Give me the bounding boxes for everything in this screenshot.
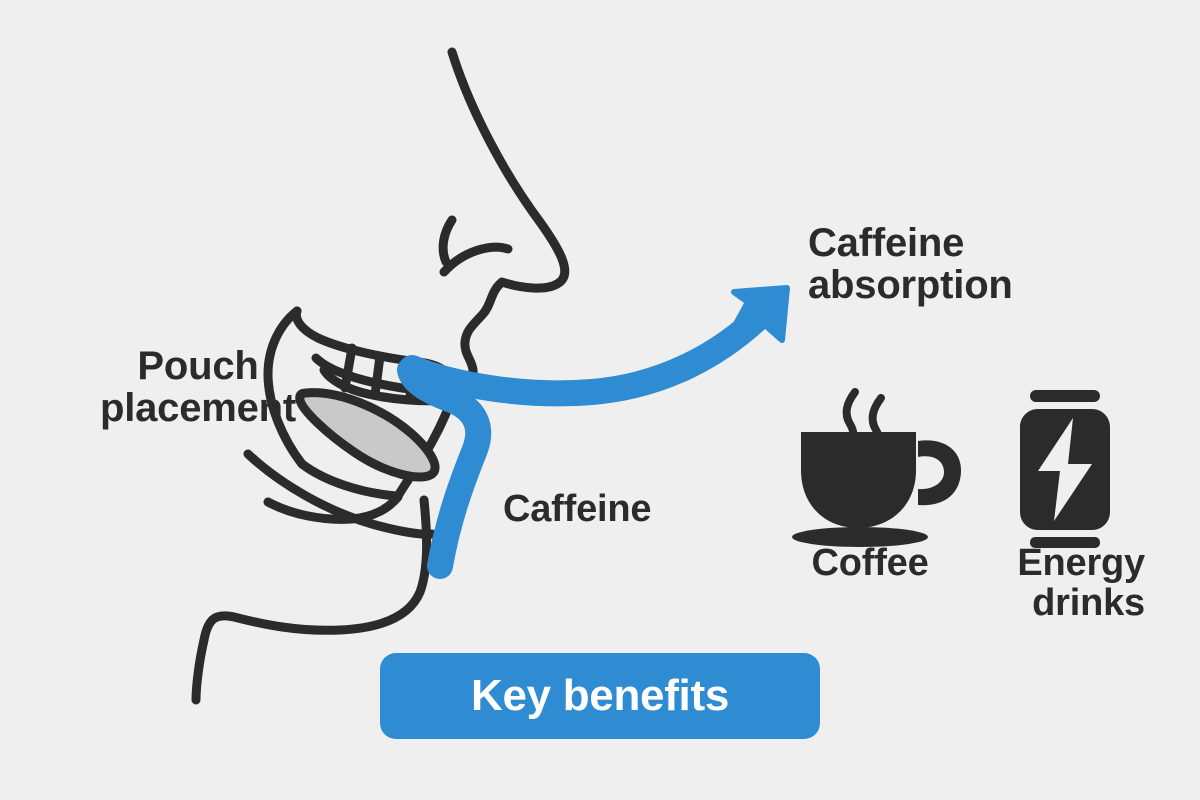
nose-profile-line xyxy=(447,47,570,394)
cheek-line xyxy=(243,449,437,539)
caffeine-label: Caffeine xyxy=(503,488,652,530)
nostril-line xyxy=(438,215,457,267)
arrow-sweep xyxy=(399,303,773,407)
jaw-line xyxy=(191,495,432,705)
pouch-icon xyxy=(295,388,440,482)
arrow-shaft xyxy=(397,357,492,579)
caffeine-absorption-label: Caffeine absorption xyxy=(808,221,1013,308)
cup-body xyxy=(801,432,916,528)
key-benefits-button[interactable]: Key benefits xyxy=(380,653,820,739)
coffee-label: Coffee xyxy=(811,542,929,584)
mouth-corner-line xyxy=(263,306,307,469)
can-lid xyxy=(1030,390,1100,402)
pouch-shape xyxy=(295,388,440,482)
cup-handle xyxy=(918,440,962,506)
arrow-head xyxy=(728,285,790,343)
nose-crease-line xyxy=(439,242,513,277)
can-base xyxy=(1030,537,1100,548)
mouth-inner-lower-line xyxy=(297,459,401,501)
energy-drinks-label: Energy drinks xyxy=(1017,542,1145,625)
tooth-divider-2 xyxy=(370,351,385,400)
pouch-placement-label: Pouch placement xyxy=(99,344,297,431)
can-body xyxy=(1020,409,1110,530)
energy-drink-can-icon xyxy=(1020,390,1110,548)
cup-saucer xyxy=(792,527,928,547)
tooth-divider-3 xyxy=(340,343,357,393)
curved-arrow-icon xyxy=(397,285,790,579)
coffee-cup-icon xyxy=(792,388,962,547)
